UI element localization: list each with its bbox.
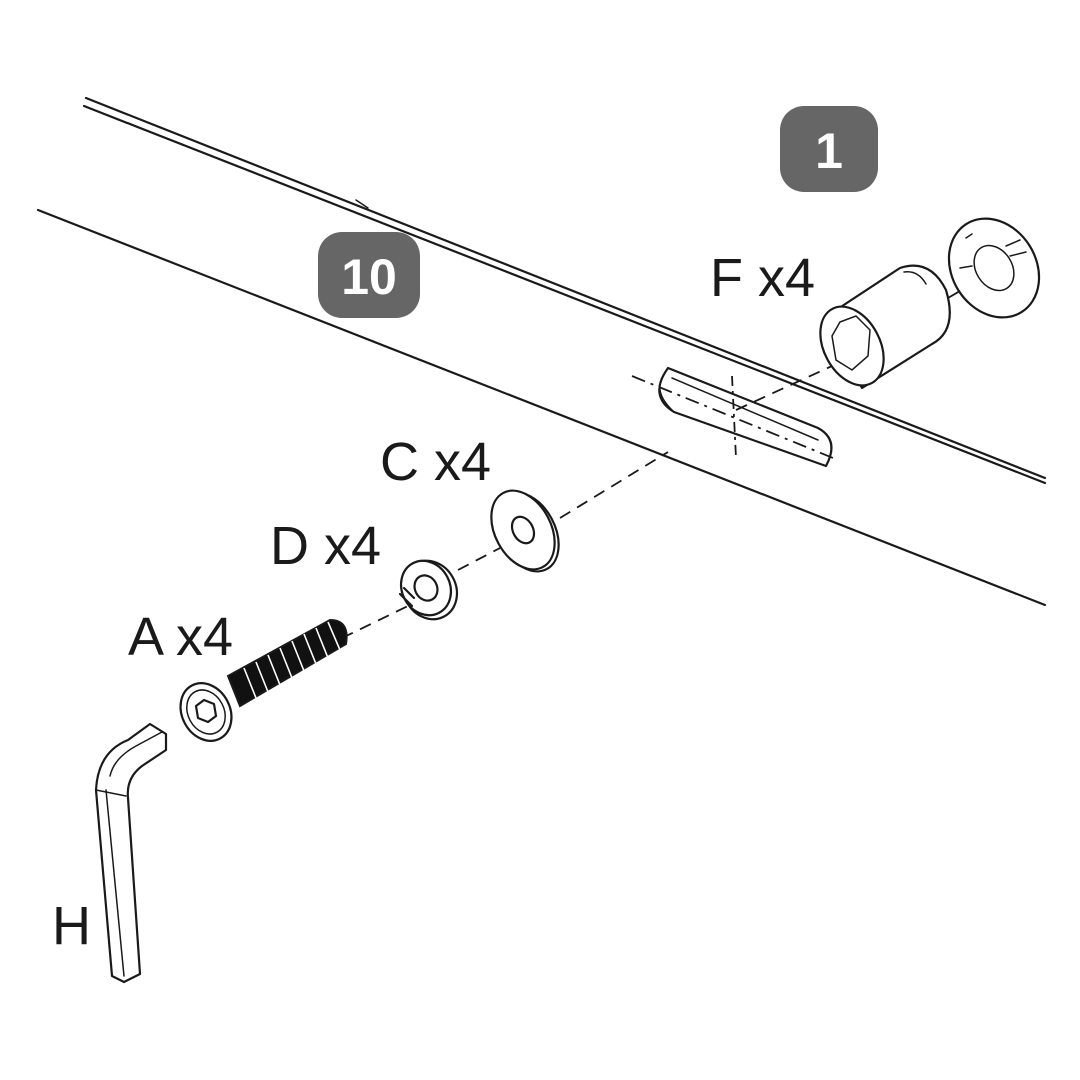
part-number: 10 bbox=[341, 249, 397, 305]
label-part-a: A x4 bbox=[128, 607, 233, 667]
part-badge: 10 bbox=[318, 232, 420, 318]
allen-key-h bbox=[94, 722, 168, 984]
hex-screw-a bbox=[179, 618, 348, 742]
label-part-h: H bbox=[52, 896, 91, 956]
sleeve-nut-f bbox=[819, 264, 951, 390]
frame-rail bbox=[36, 96, 1047, 607]
sleeve-end-disc bbox=[947, 217, 1041, 319]
flat-washer-c bbox=[490, 489, 560, 573]
step-badge: 1 bbox=[780, 106, 878, 192]
label-part-f: F x4 bbox=[710, 248, 815, 308]
label-part-c: C x4 bbox=[380, 432, 491, 492]
slot-centerlines bbox=[631, 375, 839, 461]
rail-slot bbox=[658, 366, 833, 468]
spring-washer-d bbox=[398, 559, 459, 621]
label-part-d: D x4 bbox=[270, 516, 381, 576]
step-number: 1 bbox=[815, 123, 843, 179]
